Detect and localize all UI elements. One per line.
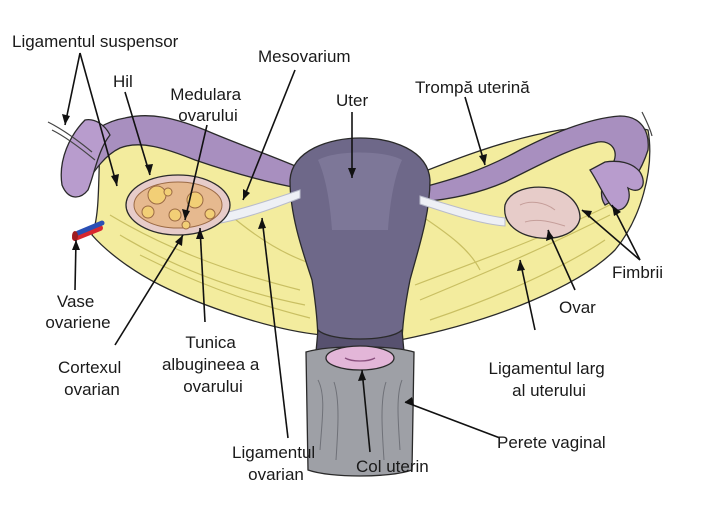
label-ovar: Ovar [559, 298, 596, 317]
label-vase-ovariene: Vase ovariene [45, 292, 110, 332]
label-trompa-uterina: Trompă uterină [415, 78, 530, 97]
uterus-body [289, 137, 431, 346]
label-ligamentul-ovarian: Ligamentul ovarian [232, 443, 320, 484]
cervix [325, 345, 395, 371]
label-uter: Uter [336, 91, 368, 110]
leader-lines [64, 52, 641, 453]
diagram-labels: Ligamentul suspensor Hil Medulara ovarul… [12, 32, 663, 484]
fimbriae-right [589, 160, 644, 211]
ovarian-follicles [141, 185, 216, 230]
uterine-tube-right [419, 115, 649, 206]
label-ligamentul-larg: Ligamentul larg al uterului [489, 359, 610, 400]
external-os [344, 357, 376, 362]
ovarian-vessels [72, 220, 105, 241]
vaginal-rugae [317, 379, 403, 461]
label-medulara: Medulara ovarului [170, 85, 246, 125]
left-ovary-medulla [133, 181, 223, 229]
ovarian-ligament-left-band [214, 189, 301, 225]
label-cortexul-ovarian: Cortexul ovarian [58, 358, 126, 399]
label-ligamentul-suspensor: Ligamentul suspensor [12, 32, 179, 51]
label-hil: Hil [113, 72, 133, 91]
right-ovary-texture [519, 201, 566, 227]
label-fimbrii: Fimbrii [612, 263, 663, 282]
uterus-highlight [318, 152, 402, 230]
label-perete-vaginal: Perete vaginal [497, 433, 606, 452]
leader-arrowheads [62, 114, 621, 405]
fimbriae-left [60, 119, 111, 198]
label-col-uterin: Col uterin [356, 457, 429, 476]
vaginal-wall [305, 346, 415, 477]
suspensory-ligament [47, 111, 653, 161]
label-tunica-albugineea: Tunica albugineea a ovarului [162, 333, 264, 396]
ovarian-ligament-right-band [419, 195, 506, 227]
right-ovary [504, 186, 581, 239]
label-mesovarium: Mesovarium [258, 47, 351, 66]
